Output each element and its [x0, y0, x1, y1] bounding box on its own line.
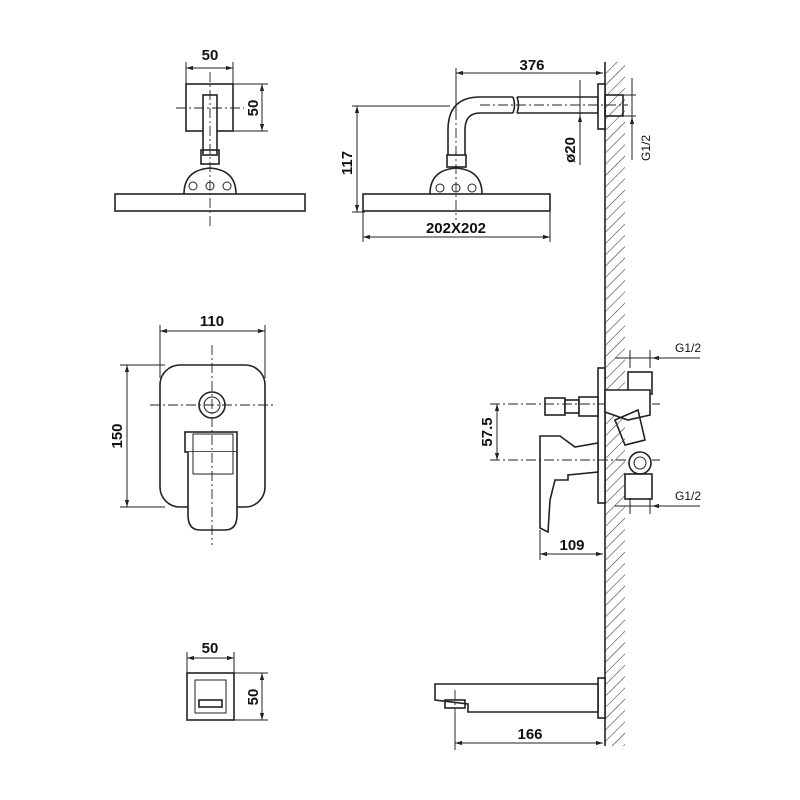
dim-head-front-height: 50 — [245, 100, 262, 117]
shower-head-side-view: 376 ø20 G1/2 117 202X202 — [339, 57, 653, 242]
spout-side-view: 166 — [434, 677, 606, 750]
dim-mixer-thread-bottom: G1/2 — [675, 489, 701, 503]
dim-spout-length: 166 — [517, 726, 542, 743]
mixer-front-view: 110 150 — [109, 313, 275, 545]
dim-head-front-width: 50 — [202, 47, 219, 64]
dim-spout-front-width: 50 — [202, 640, 219, 657]
dim-head-thread: G1/2 — [639, 135, 653, 161]
dim-arm-length: 376 — [519, 57, 544, 74]
mixer-side-view: 57.5 G1/2 G1/2 109 — [479, 341, 701, 560]
dim-mixer-thread-top: G1/2 — [675, 341, 701, 355]
dim-mixer-width: 110 — [200, 313, 224, 330]
dim-head-height: 117 — [339, 151, 356, 175]
dim-mixer-height: 150 — [109, 423, 126, 448]
dim-head-size: 202X202 — [426, 220, 486, 237]
shower-head-front-view: 50 50 — [114, 47, 306, 228]
spout-front-view: 50 50 — [186, 640, 268, 721]
dim-mixer-offset: 57.5 — [479, 417, 496, 446]
dim-mixer-depth: 109 — [559, 537, 584, 554]
dim-spout-front-height: 50 — [245, 689, 262, 706]
dim-pipe-diameter: ø20 — [562, 137, 579, 163]
